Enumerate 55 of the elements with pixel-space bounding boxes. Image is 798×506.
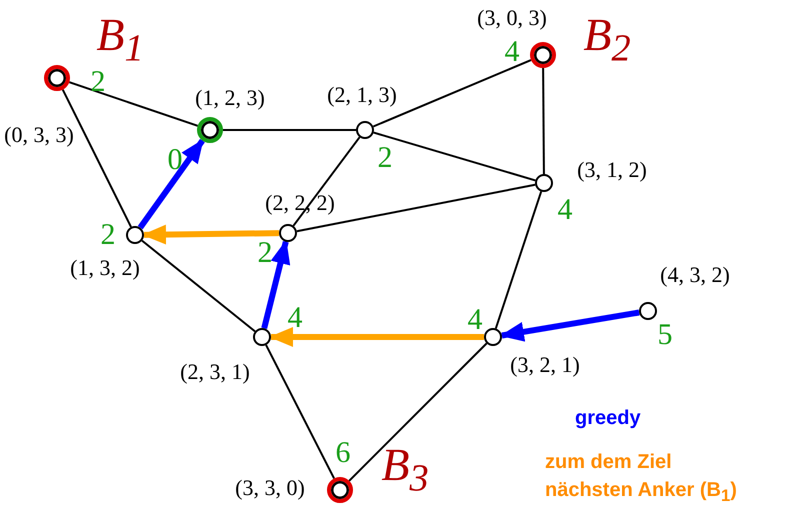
node-circle (356, 121, 374, 139)
edge-line (265, 344, 335, 479)
coordinate-label: (0, 3, 3) (4, 124, 74, 146)
edge-line (141, 240, 256, 332)
anchor-label: B$_{1}$ (96, 12, 144, 68)
coordinate-label: (2, 3, 1) (180, 361, 250, 383)
hop-count: 4 (558, 195, 572, 225)
arrow (138, 138, 205, 230)
arrow (261, 240, 290, 329)
arrow (500, 310, 640, 342)
coordinate-label: (3, 2, 1) (510, 354, 580, 376)
legend-entry: greedy (575, 406, 642, 431)
hop-count: 2 (90, 67, 106, 97)
coordinate-label: (3, 0, 3) (477, 7, 547, 29)
anchor-label: B$_{3}$ (381, 442, 429, 498)
arrow (142, 224, 280, 245)
node-circle (253, 328, 271, 346)
hop-count: 2 (378, 143, 392, 173)
coordinate-label: (4, 3, 2) (660, 264, 730, 286)
hop-count: 6 (336, 438, 350, 468)
hop-count: 2 (100, 220, 116, 250)
hop-count: 5 (658, 320, 672, 350)
edge-line (68, 81, 198, 127)
coordinate-label: (2, 2, 2) (265, 192, 335, 214)
edge-line (296, 184, 536, 232)
legend-entry: zum dem Ziel nächsten Anker (B$_{1}$) (545, 450, 738, 506)
hop-count: 4 (288, 303, 302, 333)
edge-line (494, 191, 542, 329)
hop-count: 4 (468, 305, 482, 335)
node-circle (126, 226, 144, 244)
node-circle (484, 328, 502, 346)
edge-line (373, 132, 536, 182)
anchor-node-circle (530, 42, 556, 68)
coordinate-label: (3, 3, 0) (235, 477, 305, 499)
hop-count: 0 (168, 145, 182, 175)
arrow (269, 327, 484, 347)
edge-line (372, 59, 532, 128)
hop-count: 2 (258, 238, 272, 268)
hop-count: 4 (504, 37, 520, 67)
edge-line (62, 89, 132, 228)
edge-line (348, 342, 488, 482)
anchor-node-circle (197, 117, 223, 143)
anchor-node-circle (327, 477, 353, 503)
node-circle (639, 302, 657, 320)
coordinate-label: (1, 3, 2) (70, 257, 140, 279)
coordinate-label: (2, 1, 3) (327, 84, 397, 106)
edge-line (292, 136, 360, 226)
anchor-label: B$_{2}$ (583, 12, 631, 68)
coordinate-label: (3, 1, 2) (577, 159, 647, 181)
anchor-node-circle (44, 65, 70, 91)
node-circle (279, 224, 297, 242)
node-circle (535, 174, 553, 192)
coordinate-label: (1, 2, 3) (195, 87, 265, 109)
edge-line (223, 129, 356, 131)
edge-line (542, 68, 545, 174)
